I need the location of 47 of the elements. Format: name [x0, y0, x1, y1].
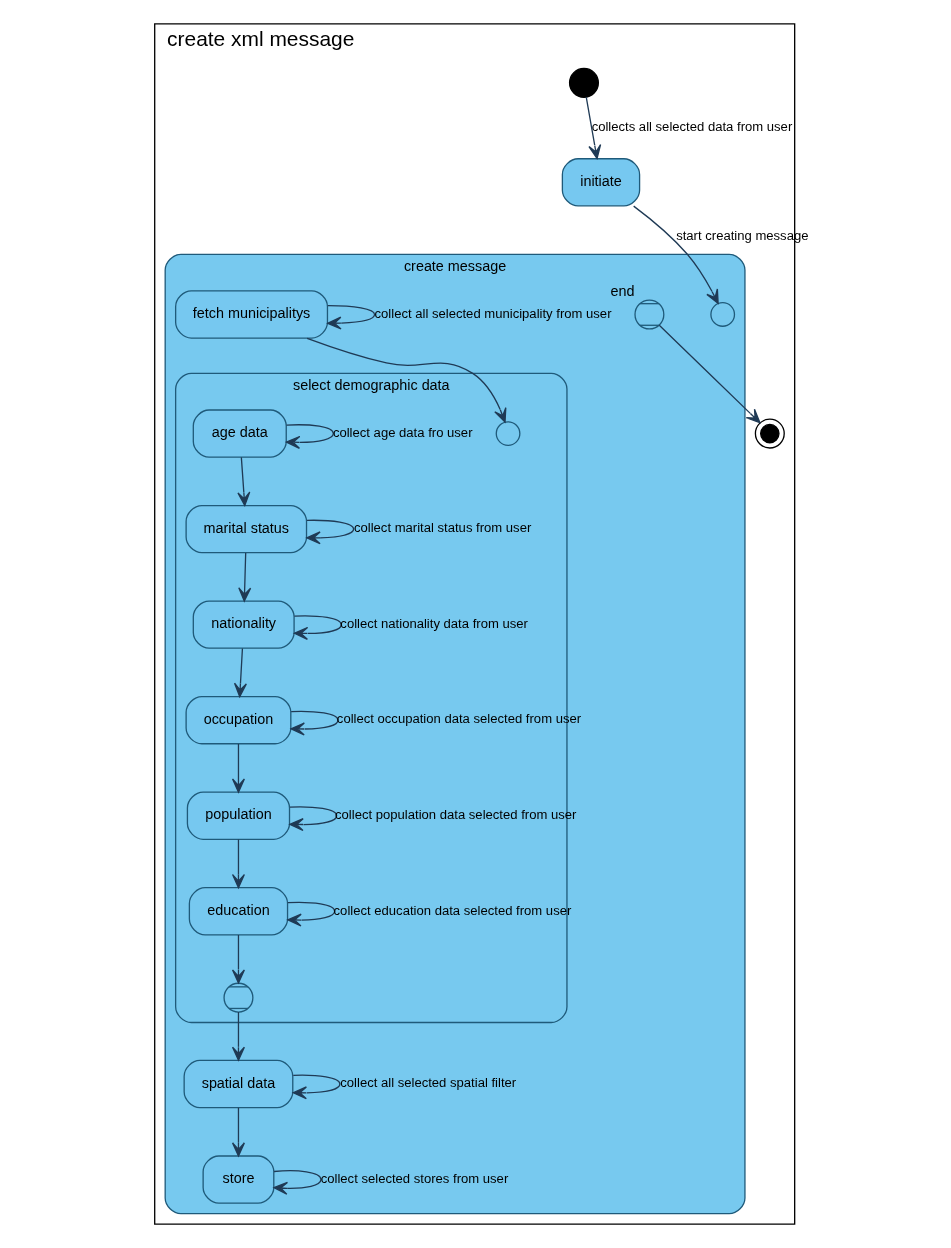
node-box: occupation — [184, 695, 291, 745]
node-circle — [709, 302, 735, 327]
arrow — [237, 552, 251, 602]
arrow — [585, 96, 601, 160]
arrow — [305, 519, 354, 545]
node-label: end — [610, 282, 635, 299]
arrow — [632, 205, 719, 304]
edge-label: collect selected stores from user — [320, 1170, 508, 1186]
edge-label: collect age data fro user — [332, 424, 473, 440]
edge-label: collect population data selected from user — [334, 807, 576, 822]
edge-label: collect marital status from user — [353, 520, 531, 536]
node-box: spatial data — [183, 1059, 293, 1109]
edge-label: collect nationality data from user — [339, 615, 528, 631]
node-box: population — [186, 791, 290, 840]
edge-label: collect occupation data selected from user — [336, 711, 581, 727]
arrow — [658, 324, 760, 424]
edge-label: collect education data selected from user — [333, 902, 571, 918]
node-box: nationality — [192, 600, 295, 649]
edge-label: collects all selected data from user — [591, 119, 792, 135]
arrow — [293, 615, 342, 640]
arrow — [236, 456, 250, 507]
node-circle — [495, 421, 520, 446]
arrow — [231, 934, 245, 984]
arrow — [285, 424, 334, 449]
arrow — [233, 647, 247, 698]
arrow — [286, 901, 335, 927]
arrow — [306, 337, 506, 423]
arrow — [231, 743, 245, 793]
node-box: fetch municipalitys — [174, 290, 328, 339]
node-box: age data — [192, 409, 287, 458]
edge-label: collect all selected municipality from user — [374, 305, 611, 321]
arrow — [288, 806, 337, 832]
node-circle — [633, 299, 664, 330]
node-box: initiate — [561, 158, 640, 207]
node-box: marital status — [184, 504, 307, 554]
arrow — [290, 710, 339, 736]
node-circle — [568, 67, 599, 98]
arrow — [231, 838, 245, 889]
edge-label: collect all selected spatial filter — [339, 1075, 516, 1091]
arrow — [231, 1011, 245, 1061]
node-circle — [754, 418, 785, 449]
arrow — [272, 1170, 322, 1195]
node-box: education — [188, 887, 288, 936]
arrow — [231, 1107, 245, 1157]
arrow — [326, 305, 375, 330]
arrow — [292, 1074, 341, 1100]
node-box: store — [201, 1155, 274, 1204]
